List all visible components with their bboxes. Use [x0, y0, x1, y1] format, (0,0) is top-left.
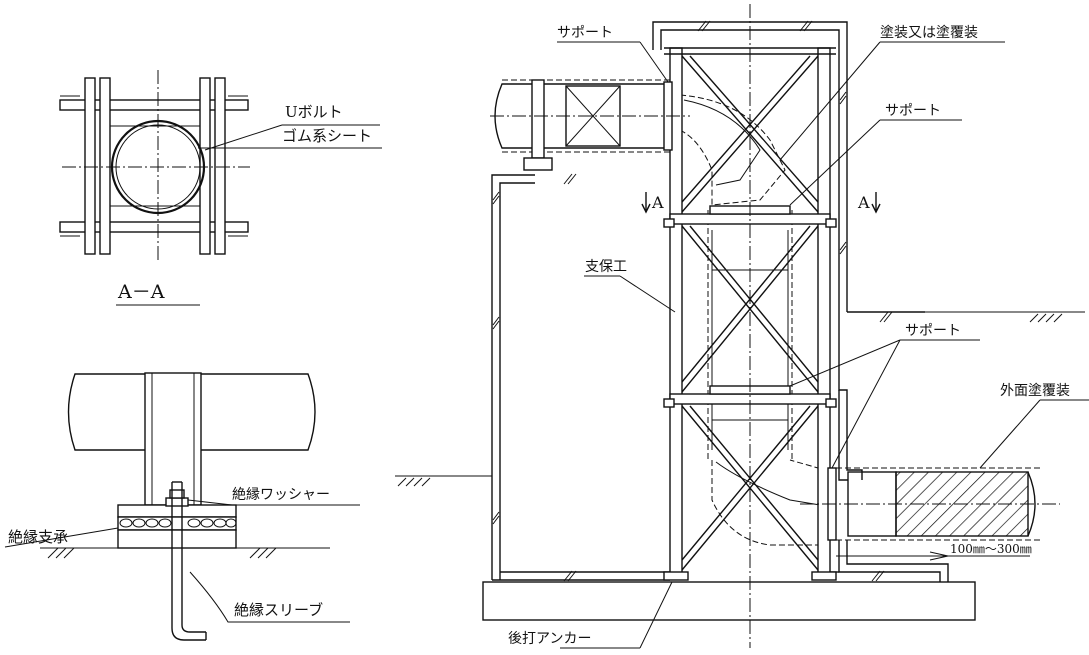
post-anchor-label: 後打アンカー — [508, 630, 591, 647]
foundation-slab — [482, 581, 976, 621]
main-elevation: A A — [395, 4, 1089, 649]
insulated-support-detail: 絶縁ワッシャー 絶縁支承 絶縁スリーブ — [4, 372, 360, 641]
support-label-1: サポート — [557, 25, 613, 41]
section-aa-view: Uボルト ゴム系シート A－A — [59, 70, 382, 306]
rubber-sheet-label: ゴム系シート — [282, 127, 372, 145]
support-label-2: サポート — [885, 103, 941, 119]
outer-coating-label: 外面塗覆装 — [1000, 382, 1070, 399]
insulating-washer-label: 絶縁ワッシャー — [232, 487, 330, 503]
section-aa-title: A－A — [117, 281, 165, 303]
support-label-3: サポート — [905, 323, 961, 339]
pipe-side-view — [67, 373, 316, 451]
inlet-pipe — [494, 83, 671, 149]
clearance-label: 100㎜～300㎜ — [950, 542, 1032, 556]
insulating-sleeve-label: 絶縁スリーブ — [234, 601, 323, 619]
u-bolt-leader — [204, 124, 283, 151]
coating-label: 塗装又は塗覆装 — [880, 24, 978, 41]
u-bolt-label: Uボルト — [285, 103, 343, 121]
section-mark-right: A — [857, 193, 870, 212]
section-mark-left: A — [651, 193, 664, 212]
shoring-label: 支保工 — [585, 259, 627, 275]
insulating-bearing-label: 絶縁支承 — [8, 528, 68, 546]
